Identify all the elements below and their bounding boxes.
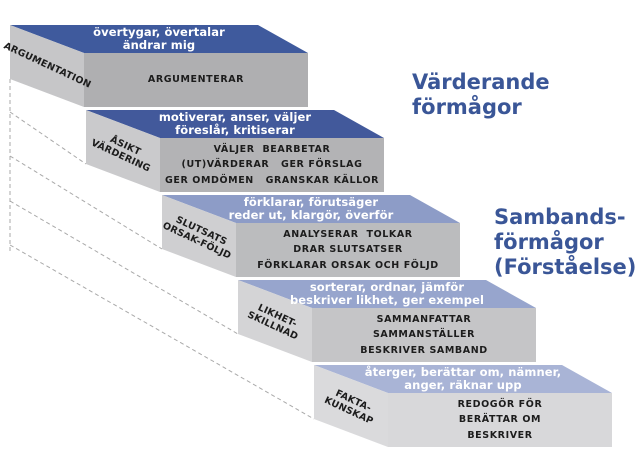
step-4-front-face <box>312 308 536 362</box>
front-verb-line: SAMMANSTÄLLER <box>372 329 476 341</box>
tread-verb-line: anger, räknar upp <box>404 378 522 392</box>
step-3-side-face <box>162 195 236 277</box>
step-1-front-verbs: ARGUMENTERAR <box>84 53 308 107</box>
step-4-block <box>238 280 536 362</box>
tread-verb-line: föreslår, kritiserar <box>175 123 295 137</box>
front-verb-line: SAMMANFATTAR <box>376 313 472 325</box>
front-verb-line: (UT)VÄRDERAR GER FÖRSLAG <box>181 159 363 171</box>
step-5-tread-verbs: återger, berättar om, nämner, anger, räk… <box>314 366 612 392</box>
step-3-tread-verbs: förklarar, förutsäger reder ut, klargör,… <box>162 196 460 222</box>
hidden-edge-2 <box>9 155 163 250</box>
step-4-side-face <box>238 280 312 362</box>
step-2-block <box>86 110 384 192</box>
annotation-line: (Förståelse) <box>494 255 637 279</box>
front-verb-line: BESKRIVER <box>467 429 533 441</box>
annotation-line: Värderande <box>412 70 550 94</box>
step-5-side-face <box>314 365 388 447</box>
step-1-tread-verbs: övertygar, övertalar ändrar mig <box>10 26 308 52</box>
annotation-line: Sambands- <box>494 205 626 229</box>
front-verb-line: ARGUMENTERAR <box>147 74 245 86</box>
step-5-top-face <box>314 365 612 393</box>
step-4-top-face <box>238 280 536 308</box>
annotation-line: förmågor <box>494 230 604 254</box>
step-2-side-face <box>86 110 160 192</box>
step-1-front-face <box>84 53 308 107</box>
step-3-top-face <box>162 195 460 223</box>
front-verb-line: FÖRKLARAR ORSAK OCH FÖLJD <box>257 259 439 271</box>
step-3-block <box>162 195 460 277</box>
front-verb-line: REDOGÖR FÖR <box>457 398 543 410</box>
step-5-front-face <box>388 393 612 447</box>
tread-verb-line: beskriver likhet, ger exempel <box>289 293 485 307</box>
step-5-front-verbs: REDOGÖR FÖR BERÄTTAR OM BESKRIVER <box>388 393 612 447</box>
step-2-tread-verbs: motiverar, anser, väljer föreslår, kriti… <box>86 111 384 137</box>
step-3-front-verbs: ANALYSERAR TOLKAR DRAR SLUTSATSER FÖRKLA… <box>236 223 460 277</box>
tread-verb-line: återger, berättar om, nämner, <box>364 365 562 379</box>
front-verb-line: DRAR SLUTSATSER <box>293 244 403 256</box>
step-2-front-verbs: VÄLJER BEARBETAR (UT)VÄRDERAR GER FÖRSLA… <box>160 138 384 192</box>
front-verb-line: GER OMDÖMEN GRANSKAR KÄLLOR <box>164 174 380 186</box>
tread-verb-line: sorterar, ordnar, jämför <box>309 280 465 294</box>
annotation-sambands-formagor: Sambands- förmågor (Förståelse) <box>494 205 636 280</box>
front-verb-line: ANALYSERAR TOLKAR <box>283 228 413 240</box>
step-1-side-face <box>10 25 84 107</box>
hidden-edge-lines <box>9 79 315 420</box>
front-verb-line: BERÄTTAR OM <box>458 414 542 426</box>
annotation-line: förmågor <box>412 95 522 119</box>
step-2-front-face <box>160 138 384 192</box>
step-4-tread-verbs: sorterar, ordnar, jämför beskriver likhe… <box>238 281 536 307</box>
tread-verb-line: övertygar, övertalar <box>93 25 225 39</box>
front-verb-line: BESKRIVER SAMBAND <box>360 344 488 356</box>
tread-verb-line: reder ut, klargör, överför <box>228 208 394 222</box>
tread-verb-line: motiverar, anser, väljer <box>158 110 312 124</box>
hidden-edge-4 <box>9 244 315 420</box>
step-4-front-verbs: SAMMANFATTAR SAMMANSTÄLLER BESKRIVER SAM… <box>312 308 536 362</box>
step-2-top-face <box>86 110 384 138</box>
step-5-block <box>314 365 612 447</box>
tread-verb-line: förklarar, förutsäger <box>243 195 379 209</box>
step-1-top-face <box>10 25 308 53</box>
hidden-edge-1 <box>9 111 87 165</box>
front-verb-line: VÄLJER BEARBETAR <box>213 143 331 155</box>
hidden-edge-3 <box>9 200 239 335</box>
step-1-block <box>10 25 308 107</box>
tread-verb-line: ändrar mig <box>122 38 196 52</box>
step-3-front-face <box>236 223 460 277</box>
category-line: ARGUMENTATION <box>1 40 93 91</box>
annotation-varderande-formagor: Värderande förmågor <box>412 70 550 120</box>
